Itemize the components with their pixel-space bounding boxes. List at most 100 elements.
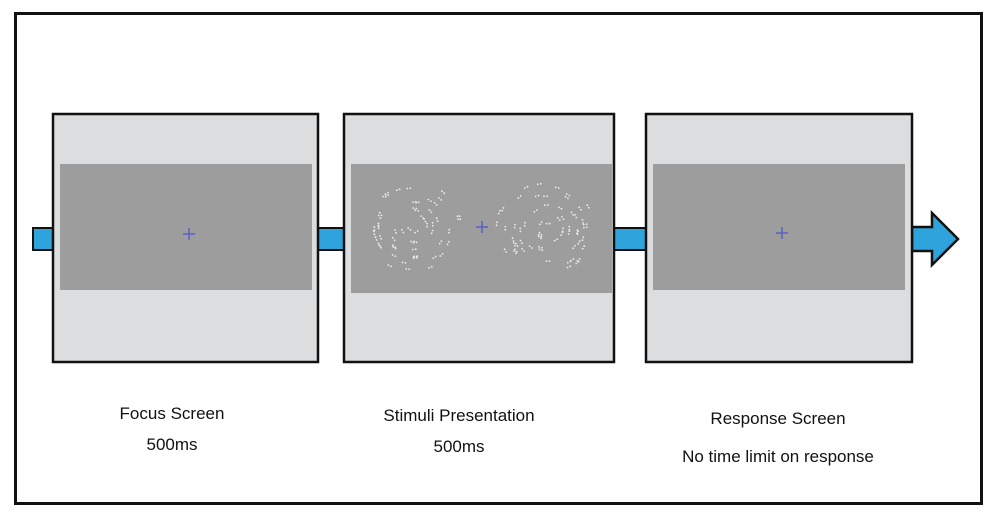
- stimulus-dot: [581, 219, 584, 221]
- focus-screen-panel: [51, 112, 320, 364]
- stimulus-dot: [443, 192, 446, 195]
- stage-title: Focus Screen: [119, 404, 225, 423]
- stimulus-dot: [431, 229, 434, 232]
- stimulus-dot: [572, 214, 574, 216]
- stimulus-dot: [514, 248, 516, 251]
- stimulus-dot: [537, 234, 540, 236]
- stimulus-dot: [578, 240, 581, 243]
- stimulus-dot: [516, 245, 519, 248]
- stimulus-dot: [519, 195, 522, 198]
- stimulus-dot: [387, 194, 389, 197]
- stimulus-dot: [405, 268, 408, 270]
- stimulus-dot: [428, 209, 431, 212]
- stimulus-dot: [380, 246, 382, 249]
- stage-title: Response Screen: [710, 409, 846, 428]
- stimulus-dot: [562, 218, 565, 221]
- response-screen-panel: [644, 112, 914, 364]
- stimulus-dot: [378, 211, 381, 214]
- stimulus-dot: [569, 265, 572, 268]
- stimulus-dot: [546, 195, 548, 198]
- stimulus-dot: [577, 230, 579, 233]
- stimulus-dot: [384, 196, 387, 198]
- stimulus-dot: [517, 197, 520, 200]
- stimulus-dot: [586, 204, 589, 207]
- stimulus-dot: [585, 223, 588, 226]
- stimulus-dot: [521, 248, 523, 250]
- stimulus-dot: [497, 212, 500, 215]
- right-arrow-icon: [910, 209, 960, 269]
- stimulus-dot: [409, 187, 412, 190]
- stimulus-dot: [406, 187, 409, 190]
- stimulus-dot: [581, 239, 584, 242]
- stimulus-dot: [430, 200, 432, 203]
- stimulus-dot: [570, 211, 573, 214]
- stimulus-dot: [578, 206, 581, 209]
- stimulus-dot: [545, 260, 548, 262]
- stimulus-dot: [441, 253, 444, 255]
- stimuli-presentation-caption: Stimuli Presentation 500ms: [349, 400, 569, 462]
- stimulus-dot: [424, 220, 427, 223]
- stimulus-dot: [377, 242, 380, 245]
- stimulus-dot: [567, 197, 569, 200]
- stimulus-dot: [568, 230, 571, 233]
- connector-2-3: [613, 227, 647, 251]
- stimulus-dot: [393, 239, 396, 242]
- stimulus-dot: [446, 243, 449, 246]
- stimulus-dot: [513, 250, 515, 252]
- stimulus-dot: [430, 232, 433, 235]
- stage-duration: No time limit on response: [682, 447, 874, 466]
- stimulus-dot: [412, 241, 415, 244]
- stimulus-dot: [379, 235, 381, 237]
- stage-duration: 500ms: [146, 435, 198, 454]
- stimulus-dot: [440, 199, 442, 201]
- stimulus-dot: [430, 211, 433, 214]
- stimulus-dot: [498, 209, 501, 212]
- response-screen-display: [653, 164, 905, 290]
- stimulus-dot: [448, 240, 450, 243]
- stimulus-dot: [548, 222, 551, 225]
- stimulus-dot: [560, 234, 562, 237]
- stimulus-dot: [538, 231, 541, 234]
- stimulus-dot-field: [372, 182, 590, 270]
- stimulus-dot: [539, 182, 542, 185]
- stimulus-dot: [394, 229, 396, 231]
- stimulus-dot: [448, 231, 450, 234]
- stimulus-dot: [387, 264, 390, 266]
- stimulus-dot: [426, 225, 428, 228]
- stimulus-dot: [384, 193, 387, 196]
- stimulus-dot: [553, 239, 556, 242]
- stimulus-dot: [514, 223, 516, 226]
- stimulus-dot: [382, 195, 384, 198]
- stimulus-dot: [373, 233, 376, 236]
- stimulus-dot: [536, 183, 539, 186]
- plus-icon: [776, 227, 788, 239]
- stimulus-dot: [441, 190, 443, 193]
- stimulus-dot: [380, 237, 383, 240]
- stimulus-dot: [515, 250, 518, 253]
- stimuli-presentation-panel: [342, 112, 616, 364]
- stimulus-dot: [495, 224, 498, 227]
- stimulus-dot: [568, 225, 571, 228]
- stimulus-dot: [435, 217, 438, 220]
- stimulus-dot: [398, 188, 401, 191]
- stimulus-dot: [412, 201, 415, 204]
- stimulus-dot: [448, 228, 451, 231]
- stimulus-dot: [496, 221, 498, 224]
- stimulus-dot: [438, 242, 441, 245]
- stimulus-dot: [524, 221, 526, 224]
- stimulus-dot: [394, 255, 397, 258]
- stimulus-dot: [581, 247, 584, 250]
- stimulus-dot: [537, 194, 540, 197]
- stimulus-dot: [545, 222, 548, 225]
- stimulus-dot: [515, 242, 517, 245]
- stimulus-dot: [438, 197, 440, 199]
- stimulus-dot: [575, 216, 578, 219]
- stimulus-dot: [432, 224, 434, 227]
- stimulus-dot: [392, 244, 394, 247]
- stimulus-dot: [564, 195, 567, 198]
- stimulus-dot: [536, 209, 538, 212]
- stimulus-dot: [412, 207, 415, 210]
- stimulus-dot: [540, 237, 542, 240]
- stimulus-dot: [561, 231, 564, 234]
- stimulus-dot: [512, 242, 515, 244]
